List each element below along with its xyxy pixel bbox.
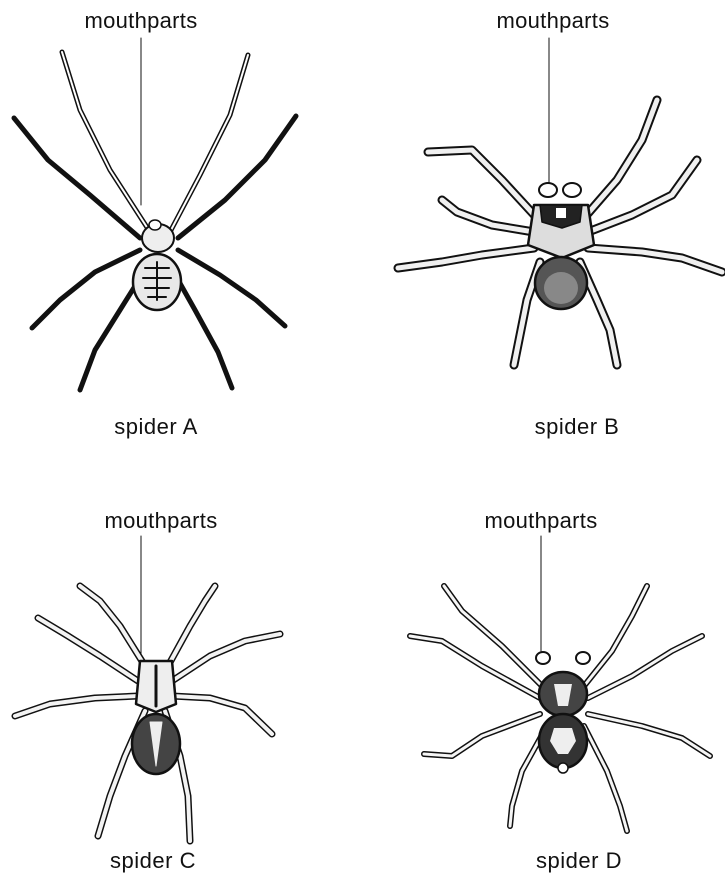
panel-spider-a: mouthparts [0, 0, 362, 435]
spider-a-illustration [0, 0, 362, 435]
spider-c-illustration [0, 436, 362, 871]
spider-c-caption: spider C [0, 848, 334, 874]
panel-spider-c: mouthparts [0, 436, 362, 871]
panel-spider-b: mouthparts [362, 0, 724, 435]
panel-spider-d: mouthparts [362, 436, 724, 871]
spider-b-illustration [362, 0, 724, 435]
spider-d-caption: spider D [398, 848, 725, 874]
spider-d-illustration [362, 436, 724, 871]
